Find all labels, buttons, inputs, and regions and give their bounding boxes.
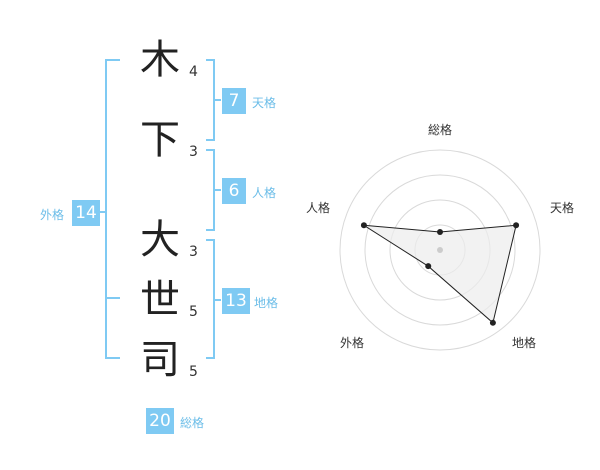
soukaku-label: 総格 — [180, 416, 205, 430]
radar-point-4 — [425, 263, 432, 270]
name-char-3: 大 — [140, 217, 180, 263]
name-char-2: 下 — [140, 117, 180, 163]
stroke-count-2: 3 — [189, 144, 198, 160]
radar-label-tenkaku: 天格 — [550, 200, 574, 215]
radar-label-gaikaku: 外格 — [340, 335, 364, 350]
chikaku-label: 地格 — [254, 296, 279, 310]
stroke-count-4: 5 — [189, 304, 198, 320]
stroke-count-5: 5 — [189, 364, 198, 380]
radar-label-jinkaku: 人格 — [306, 200, 330, 215]
gaikaku-bracket — [105, 59, 120, 359]
radar-point-2 — [513, 222, 520, 229]
radar-center — [437, 247, 443, 253]
soukaku-value: 20 — [146, 408, 174, 434]
chikaku-value: 13 — [222, 288, 250, 314]
gaikaku-label: 外格 — [40, 208, 65, 222]
stroke-count-3: 3 — [189, 244, 198, 260]
gaikaku-value: 14 — [72, 200, 100, 226]
radar-point-1 — [437, 229, 443, 235]
jinkaku-value: 6 — [222, 178, 246, 204]
tenkaku-value: 7 — [222, 88, 246, 114]
radar-label-chikaku: 地格 — [512, 335, 536, 350]
jinkaku-label: 人格 — [252, 186, 277, 200]
name-char-4: 世 — [140, 277, 180, 323]
radar-points — [360, 222, 520, 326]
radar-ring-3 — [364, 174, 516, 326]
stroke-count-1: 4 — [189, 64, 198, 80]
radar-polygon — [363, 224, 517, 324]
name-char-5: 司 — [140, 337, 180, 383]
radar-point-5 — [360, 222, 367, 229]
radar-ring-4 — [339, 149, 541, 351]
radar-point-3 — [489, 319, 496, 326]
tenkaku-label: 天格 — [252, 96, 277, 110]
radar-label-soukaku: 総格 — [428, 122, 452, 137]
name-char-1: 木 — [140, 37, 180, 83]
